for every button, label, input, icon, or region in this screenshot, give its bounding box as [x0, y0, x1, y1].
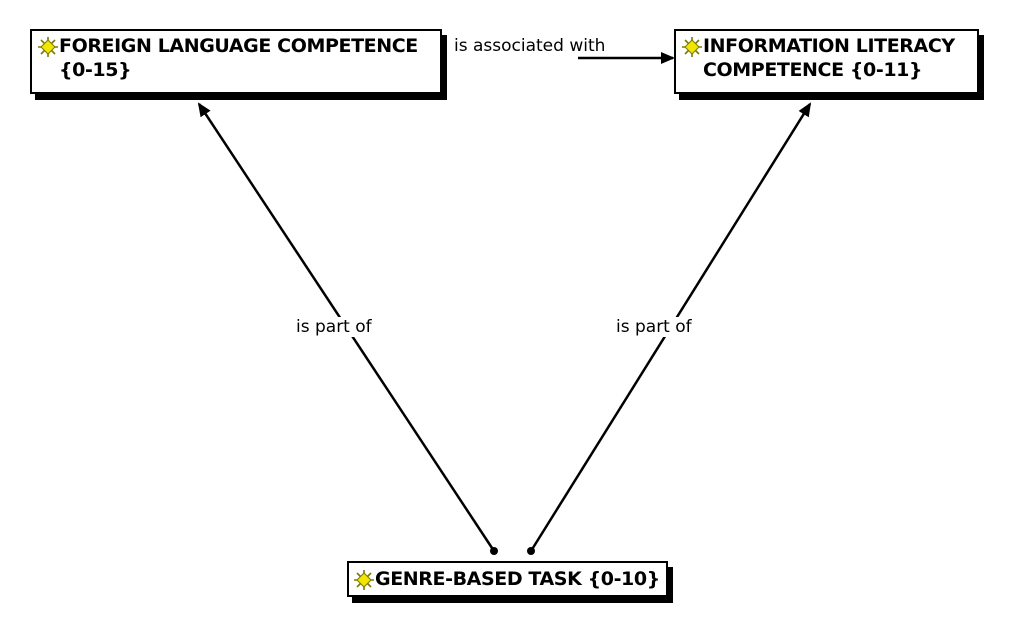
- concept-diamond-icon: [354, 570, 374, 590]
- concept-diamond-icon: [38, 37, 58, 57]
- node-label: GENRE-BASED TASK {0-10}: [375, 568, 660, 590]
- node-genre-based-task[interactable]: GENRE-BASED TASK {0-10}: [347, 561, 668, 597]
- node-label: INFORMATION LITERACY COMPETENCE {0-11}: [703, 35, 955, 81]
- edge-label-is-associated-with[interactable]: is associated with: [452, 36, 608, 56]
- edge-part-right-origin-dot: [527, 547, 535, 555]
- node-information-literacy-competence[interactable]: INFORMATION LITERACY COMPETENCE {0-11}: [674, 29, 979, 94]
- edge-label-is-part-of-left[interactable]: is part of: [294, 317, 374, 337]
- node-label: FOREIGN LANGUAGE COMPETENCE {0-15}: [59, 35, 418, 81]
- node-foreign-language-competence[interactable]: FOREIGN LANGUAGE COMPETENCE {0-15}: [30, 29, 442, 94]
- edge-part-left-origin-dot: [490, 547, 498, 555]
- concept-diamond-icon: [682, 37, 702, 57]
- edge-label-is-part-of-right[interactable]: is part of: [614, 317, 694, 337]
